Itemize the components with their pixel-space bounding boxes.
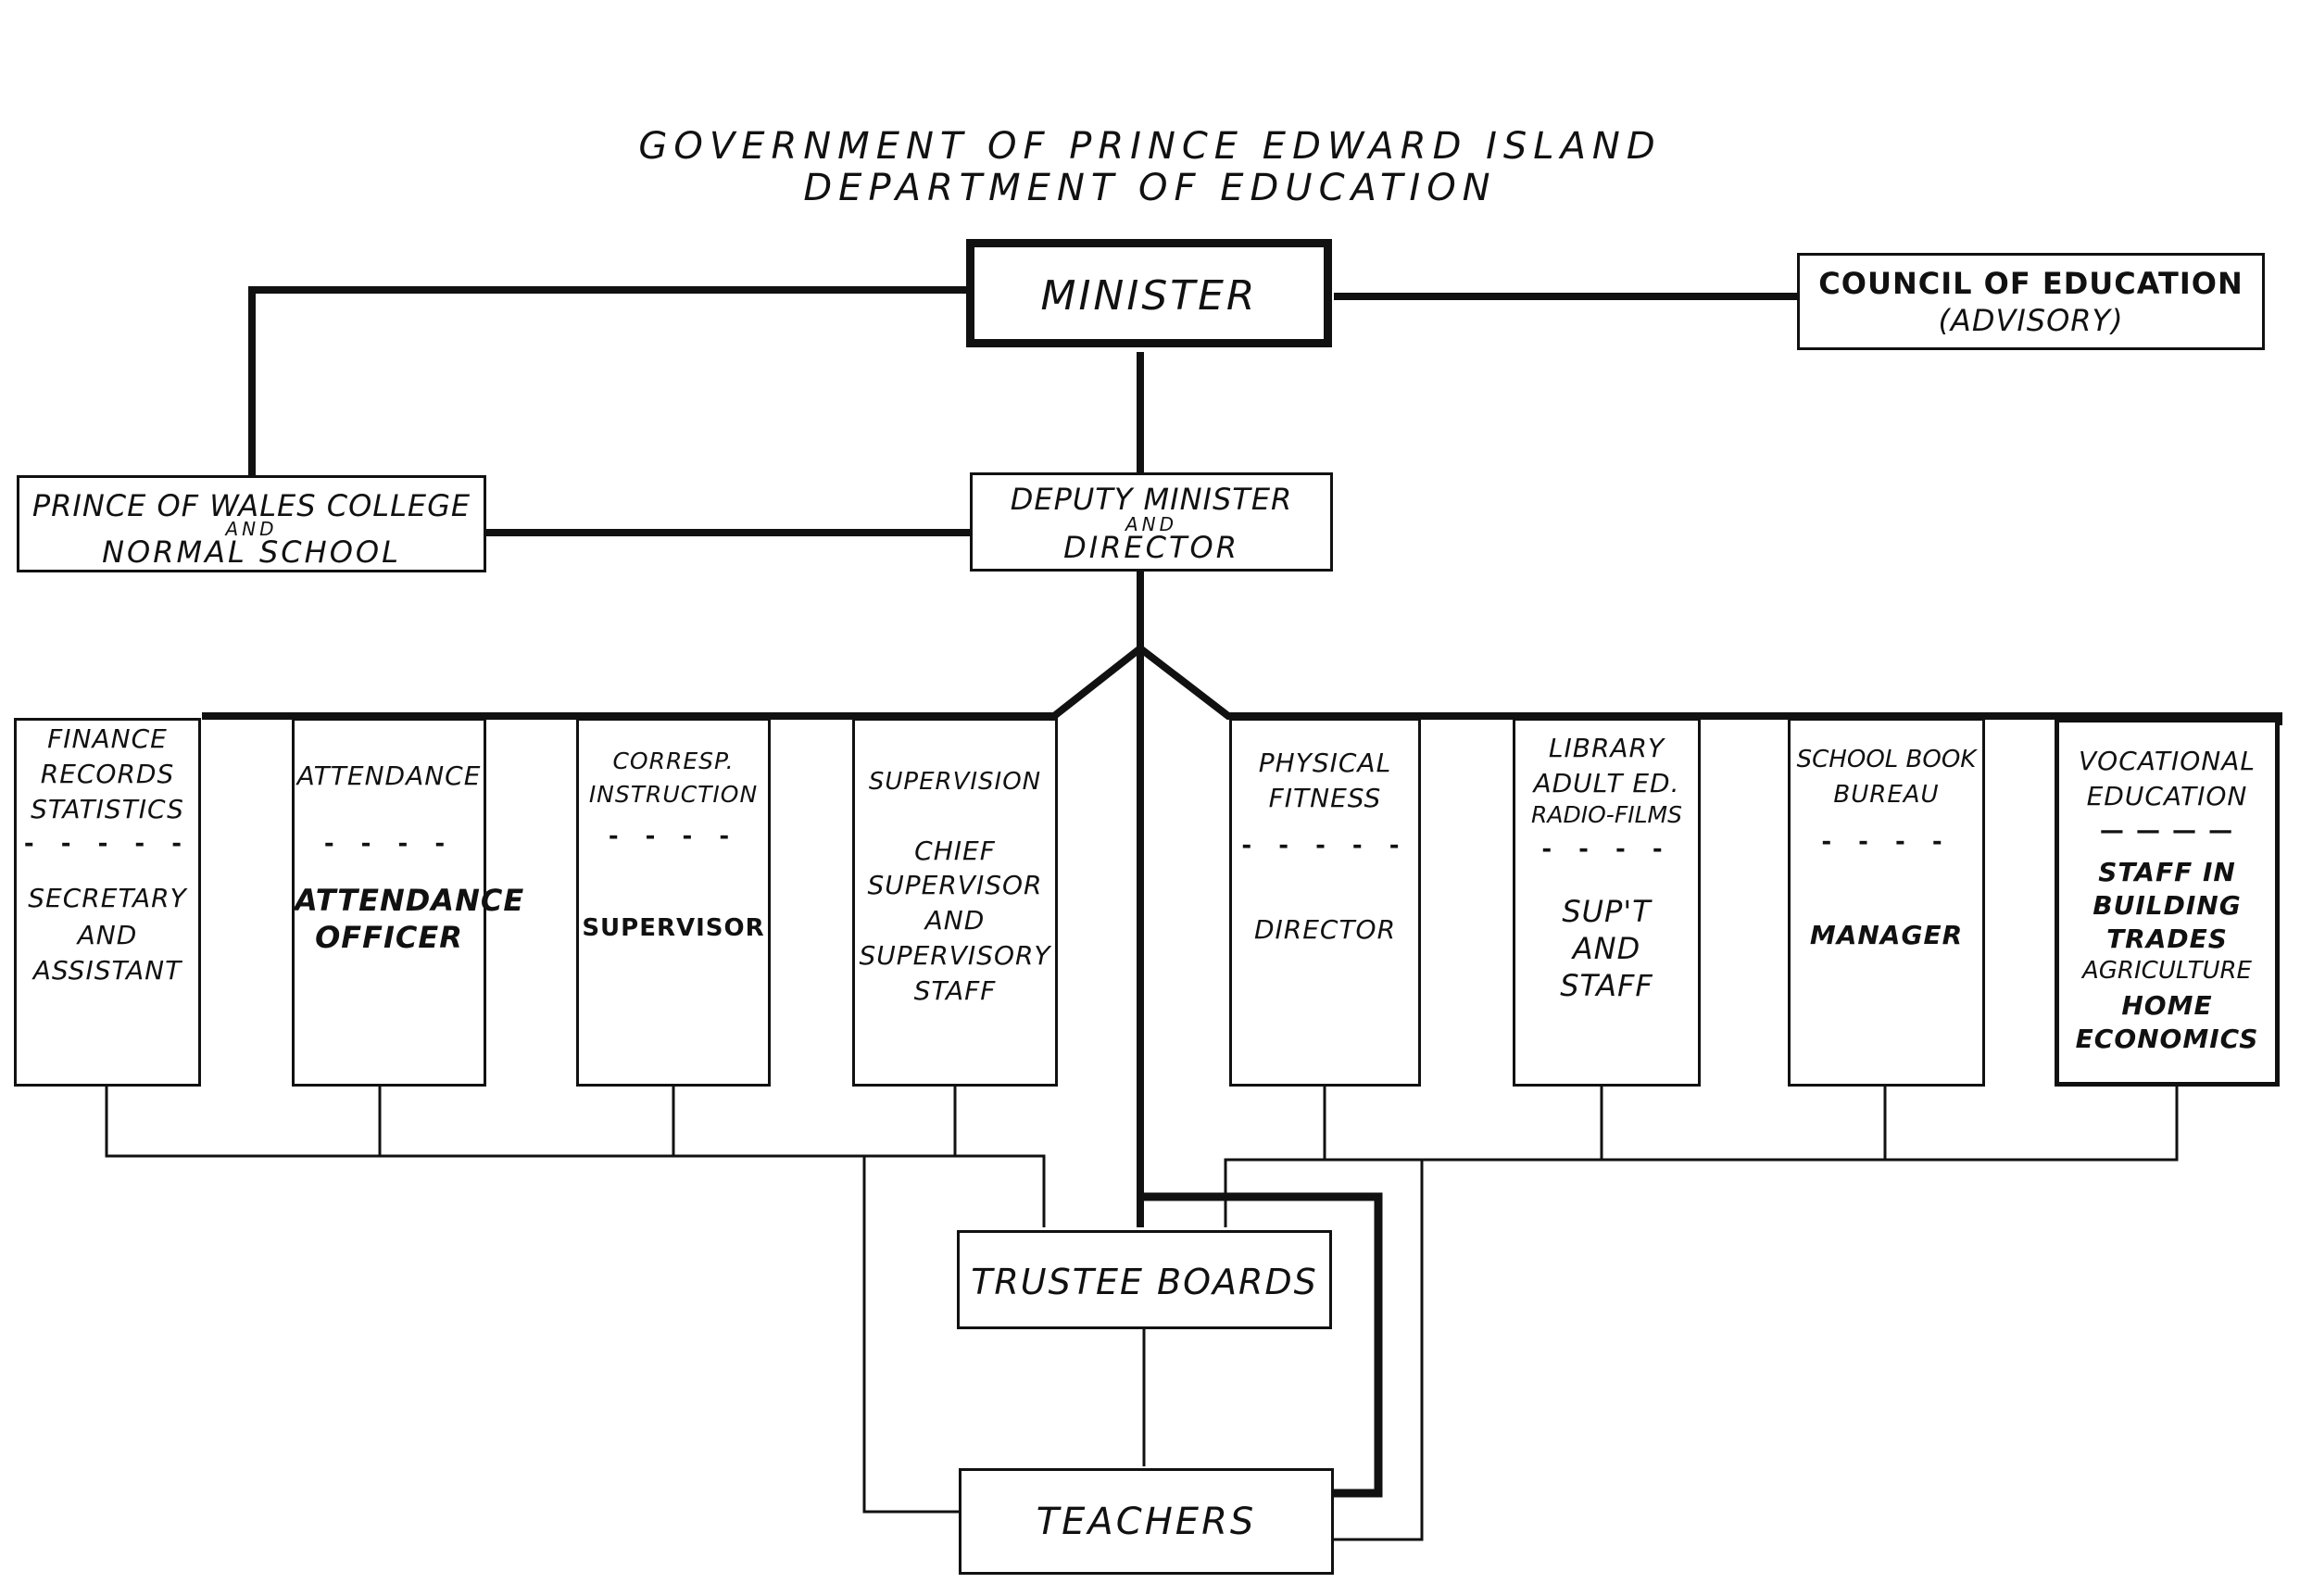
- title-line-1: GOVERNMENT OF PRINCE EDWARD ISLAND: [638, 125, 1662, 168]
- schoolbook-top-2: BUREAU: [1833, 781, 1940, 809]
- library-bot-3: STAFF: [1560, 968, 1653, 1003]
- finance-bot-3: ASSISTANT: [32, 955, 182, 986]
- supervision-bot-1: CHIEF: [914, 836, 996, 866]
- left-branch-line: [202, 645, 1143, 720]
- finance-bot-2: AND: [77, 920, 138, 950]
- library-divider: - - - -: [1541, 836, 1672, 863]
- vocational-bot-1: STAFF IN: [2098, 857, 2236, 887]
- vocational-bot-4: AGRICULTURE: [2082, 957, 2252, 985]
- vocational-bot-6: ECONOMICS: [2075, 1024, 2259, 1054]
- left-bus-line: [105, 1086, 1046, 1227]
- corresp-top-2: INSTRUCTION: [588, 781, 759, 808]
- physical-top-2: FITNESS: [1268, 783, 1382, 813]
- teachers-box: TEACHERS: [959, 1468, 1334, 1575]
- attendance-divider: - - - -: [323, 830, 455, 858]
- minister-to-college-line: [248, 286, 968, 482]
- finance-division-box: FINANCE RECORDS STATISTICS - - - - - SEC…: [14, 718, 201, 1087]
- trustee-boards-box: TRUSTEE BOARDS: [957, 1230, 1332, 1329]
- right-bus-line: [1224, 1086, 1326, 1227]
- vocational-division-box: VOCATIONAL EDUCATION — — — — STAFF IN BU…: [2055, 718, 2280, 1087]
- vocational-top-2: EDUCATION: [2086, 781, 2248, 811]
- library-top-2: ADULT ED.: [1533, 768, 1680, 798]
- schoolbook-divider: - - - -: [1821, 828, 1952, 856]
- deputy-label-3: DIRECTOR: [1063, 530, 1239, 565]
- physical-division-box: PHYSICAL FITNESS - - - - - DIRECTOR: [1229, 718, 1421, 1087]
- schoolbook-top-1: SCHOOL BOOK: [1796, 746, 1977, 773]
- physical-bot-1: DIRECTOR: [1253, 914, 1397, 945]
- attendance-bot-2: OFFICER: [315, 920, 463, 955]
- corresp-divider: - - - -: [608, 823, 739, 850]
- corresp-top-1: CORRESP.: [612, 748, 735, 774]
- vocational-top-1: VOCATIONAL: [2079, 746, 2256, 776]
- deputy-label-1: DEPUTY MINISTER: [1010, 482, 1293, 517]
- library-top-1: LIBRARY: [1548, 733, 1665, 763]
- right-branch-line: [1137, 645, 2282, 725]
- college-label-2: AND: [225, 518, 278, 540]
- attendance-division-box: ATTENDANCE - - - - ATTENDANCE OFFICER: [292, 718, 525, 1087]
- title-line-2: DEPARTMENT OF EDUCATION: [803, 167, 1497, 209]
- library-top-3: RADIO-FILMS: [1531, 801, 1682, 828]
- physical-divider: - - - - -: [1241, 832, 1409, 860]
- minister-box: MINISTER: [966, 239, 1332, 347]
- direct-to-teachers-line: [1140, 1192, 1383, 1498]
- deputy-label-2: AND: [1125, 513, 1178, 535]
- supervision-bot-3: AND: [924, 905, 986, 936]
- finance-top-2: RECORDS: [40, 759, 175, 789]
- minister-label: MINISTER: [1040, 272, 1258, 320]
- vocational-bot-3: TRADES: [2106, 924, 2228, 954]
- finance-top-3: STATISTICS: [31, 794, 184, 824]
- council-label-2: (ADVISORY): [1938, 303, 2124, 338]
- supervision-bot-4: SUPERVISORY: [859, 940, 1051, 971]
- supervision-division-box: SUPERVISION CHIEF SUPERVISOR AND SUPERVI…: [852, 718, 1058, 1087]
- library-division-box: LIBRARY ADULT ED. RADIO-FILMS - - - - SU…: [1513, 718, 1701, 1087]
- schoolbook-bot-1: MANAGER: [1809, 920, 1964, 950]
- right-teachers-line: [1334, 1160, 1424, 1541]
- college-label-3: NORMAL SCHOOL: [102, 534, 401, 570]
- council-box: COUNCIL OF EDUCATION (ADVISORY): [1797, 253, 2265, 350]
- library-bot-2: AND: [1572, 931, 1641, 966]
- teachers-label: TEACHERS: [1036, 1501, 1257, 1543]
- corresp-division-box: CORRESP. INSTRUCTION - - - - SUPERVISOR: [576, 718, 771, 1087]
- attendance-bot-1: ATTENDANCE: [295, 883, 525, 918]
- attendance-top-1: ATTENDANCE: [296, 760, 482, 791]
- council-label-1: COUNCIL OF EDUCATION: [1818, 266, 2243, 301]
- college-box: PRINCE OF WALES COLLEGE AND NORMAL SCHOO…: [17, 475, 486, 572]
- finance-divider: - - - - -: [23, 830, 192, 858]
- corresp-bot-1: SUPERVISOR: [582, 914, 765, 942]
- vocational-divider: — — — —: [2099, 817, 2235, 845]
- finance-bot-1: SECRETARY: [28, 883, 187, 913]
- vocational-bot-5: HOME: [2121, 990, 2213, 1021]
- physical-top-1: PHYSICAL: [1258, 748, 1392, 778]
- left-teachers-line: [862, 1156, 959, 1514]
- supervision-bot-5: STAFF: [913, 975, 997, 1006]
- vocational-bot-2: BUILDING: [2093, 890, 2242, 921]
- library-bot-1: SUP'T: [1562, 894, 1652, 929]
- trustee-boards-label: TRUSTEE BOARDS: [971, 1262, 1318, 1302]
- schoolbook-division-box: SCHOOL BOOK BUREAU - - - - MANAGER: [1788, 718, 1985, 1087]
- college-label-1: PRINCE OF WALES COLLEGE: [31, 488, 471, 523]
- deputy-box: DEPUTY MINISTER AND DIRECTOR: [970, 472, 1333, 572]
- supervision-top-1: SUPERVISION: [868, 768, 1042, 796]
- finance-top-1: FINANCE: [47, 723, 168, 754]
- supervision-bot-2: SUPERVISOR: [867, 870, 1043, 900]
